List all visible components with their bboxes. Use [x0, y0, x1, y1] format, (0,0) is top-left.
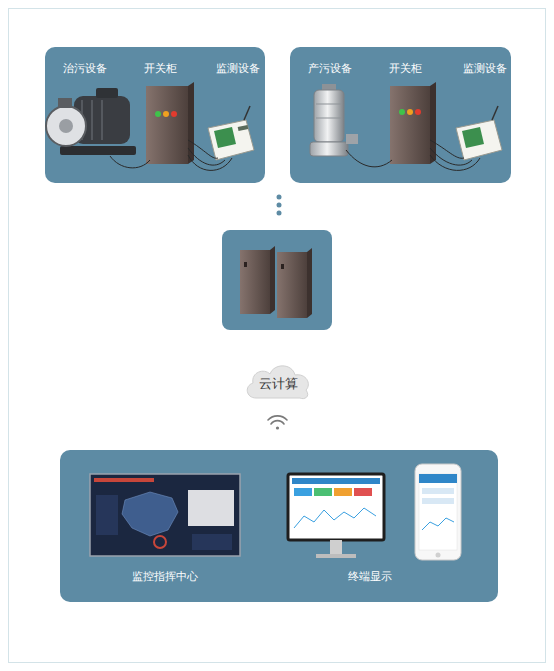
device-label: 终端显示	[348, 570, 392, 584]
device-label: 监控指挥中心	[132, 570, 198, 584]
switch-cabinet	[390, 82, 436, 164]
pump-illustration	[46, 88, 136, 155]
device-label: 开关柜	[144, 62, 177, 76]
desktop-monitor	[288, 474, 384, 558]
continuation-dots	[277, 195, 282, 216]
command-screen	[90, 474, 240, 556]
wifi-icon	[268, 416, 287, 430]
device-label: 产污设备	[308, 62, 352, 76]
equipment-panel: 治污设备 开关柜 监测设备	[45, 47, 265, 183]
monitoring-device	[208, 106, 254, 160]
submersible-pump	[310, 84, 358, 156]
device-label: 监测设备	[463, 62, 507, 76]
wires	[110, 140, 232, 170]
outer-border	[9, 9, 546, 663]
server-cabinets	[222, 230, 332, 330]
equipment-panel: 产污设备 开关柜 监测设备	[290, 47, 511, 183]
cloud-label: 云计算	[259, 377, 298, 391]
device-label: 开关柜	[389, 62, 422, 76]
wires	[346, 140, 480, 170]
cloud-node: 云计算	[244, 360, 312, 402]
mobile-phone	[415, 464, 461, 560]
device-label: 监测设备	[216, 62, 260, 76]
display-panel: 监控指挥中心 终端显示	[60, 450, 498, 602]
switch-cabinet	[146, 82, 194, 164]
monitoring-device	[456, 106, 502, 160]
cloud-shape	[247, 366, 308, 399]
device-label: 治污设备	[63, 62, 107, 76]
